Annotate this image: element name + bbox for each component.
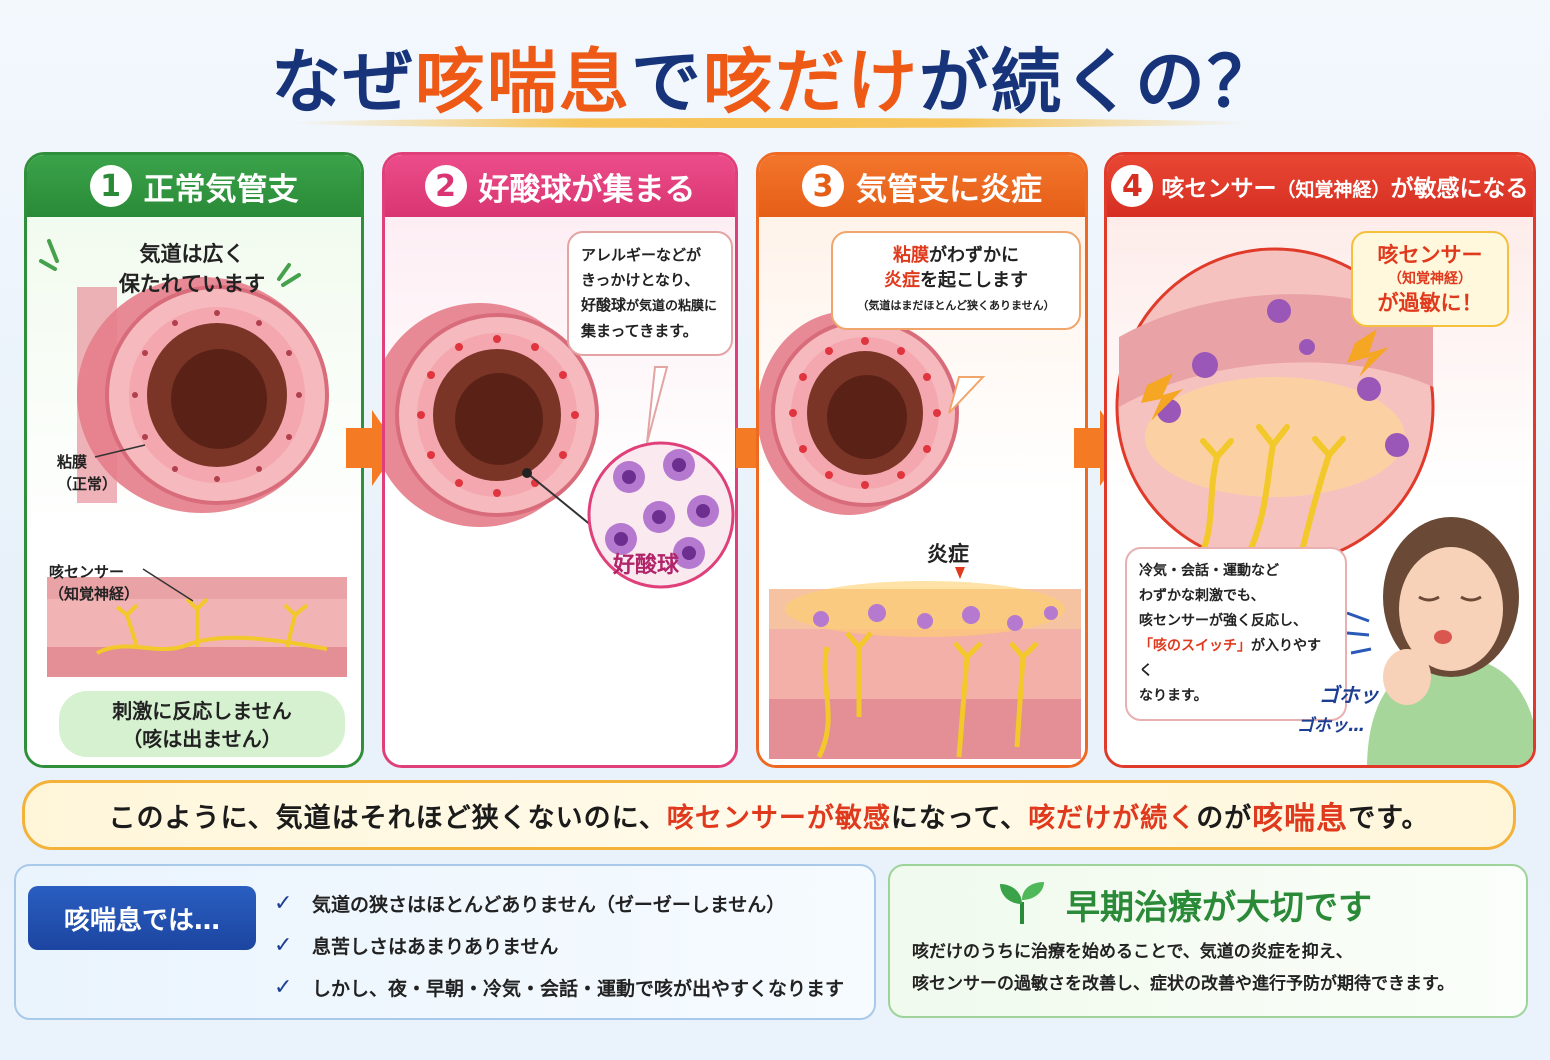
spark-icon bbox=[39, 239, 301, 287]
panel-eosinophils: 2 好酸球が集まる bbox=[382, 152, 738, 768]
list-item: ✓気道の狭さはほとんどありません（ゼーゼーしません） bbox=[274, 890, 786, 916]
sensor-label: 咳センサー （知覚神経） bbox=[49, 563, 140, 603]
inflammation-bubble: 粘膜がわずかに 炎症を起こします （気道はまだほとんど狭くありません） bbox=[831, 231, 1081, 330]
panel-heading: 2 好酸球が集まる bbox=[385, 155, 735, 217]
panel-title: 咳センサー（知覚神経）が敏感になる bbox=[1161, 176, 1529, 202]
early-treatment-heading: 早期治療が大切です bbox=[1066, 888, 1372, 928]
title-part: で bbox=[631, 41, 703, 123]
eosinophil-bubble: アレルギーなどが きっかけとなり、 好酸球が気道の粘膜に 集まってきます。 bbox=[567, 231, 733, 356]
sprout-icon bbox=[1000, 882, 1044, 924]
coughing-person-avatar bbox=[1367, 517, 1533, 765]
sensitive-sensor-illustration bbox=[1115, 247, 1533, 765]
title-highlight: 咳だけ bbox=[703, 41, 919, 123]
step-number: 1 bbox=[89, 165, 132, 207]
lightning-icon bbox=[1141, 329, 1389, 421]
early-treatment-box: 早期治療が大切です 咳だけのうちに治療を始めることで、気道の炎症を抑え、 咳セン… bbox=[888, 864, 1528, 1018]
check-icon: ✓ bbox=[274, 974, 293, 1000]
title-part: が続くの？ bbox=[919, 41, 1279, 123]
title-underline bbox=[290, 118, 1250, 128]
check-icon: ✓ bbox=[274, 890, 293, 916]
panel-heading: 3 気管支に炎症 bbox=[759, 155, 1085, 217]
panel-inflammation: 3 気管支に炎症 bbox=[756, 152, 1088, 768]
panel-title: 気管支に炎症 bbox=[856, 171, 1042, 208]
panel-normal-bronchus: 1 正常気管支 bbox=[24, 152, 364, 768]
panel-cough-sensor: 4 咳センサー（知覚神経）が敏感になる bbox=[1104, 152, 1536, 768]
eosinophil-label: 好酸球 bbox=[613, 553, 680, 578]
sensor-description: 冷気・会話・運動など わずかな刺激でも、 咳センサーが強く反応し、 「咳のスイッ… bbox=[1125, 547, 1347, 721]
list-item: ✓息苦しさはあまりありません bbox=[274, 932, 559, 958]
inflammation-label: 炎症 bbox=[927, 542, 969, 566]
cough-sound: ゴホッ bbox=[1319, 683, 1379, 707]
result-text: 刺激に反応しません （咳は出ません） bbox=[112, 699, 292, 751]
panel-heading: 4 咳センサー（知覚神経）が敏感になる bbox=[1107, 155, 1533, 217]
title-highlight: 咳喘息 bbox=[415, 41, 631, 123]
mucosa-label: 粘膜 （正常） bbox=[57, 453, 118, 493]
cough-asthma-badge: 咳喘息では… bbox=[28, 886, 256, 950]
page-title: なぜ咳喘息で咳だけが続くの？ bbox=[0, 26, 1550, 127]
cough-asthma-characteristics: 咳喘息では… ✓気道の狭さはほとんどありません（ゼーゼーしません） ✓息苦しさは… bbox=[14, 864, 876, 1020]
eosinophil-cell-icon bbox=[605, 449, 719, 569]
step-number: 4 bbox=[1111, 165, 1154, 207]
inflammation-illustration bbox=[759, 311, 1081, 759]
summary-banner: このように、気道はそれほど狭くないのに、咳センサーが敏感になって、咳だけが続くの… bbox=[22, 780, 1516, 850]
normal-bronchus-illustration bbox=[39, 239, 347, 757]
panel-title: 正常気管支 bbox=[143, 171, 299, 208]
characteristics-list: ✓気道の狭さはほとんどありません（ゼーゼーしません） ✓息苦しさはあまりありませ… bbox=[274, 882, 844, 1008]
panel-title: 好酸球が集まる bbox=[478, 171, 696, 208]
check-icon: ✓ bbox=[274, 932, 293, 958]
eosinophil-illustration bbox=[385, 303, 735, 589]
alert-bubble: 咳センサー （知覚神経） が過敏に！ bbox=[1351, 231, 1509, 327]
early-treatment-text: 咳だけのうちに治療を始めることで、気道の炎症を抑え、 咳センサーの過敏さを改善し… bbox=[912, 942, 1455, 994]
cough-sound: ゴホッ… bbox=[1297, 716, 1365, 736]
airway-note: 気道は広く 保たれています bbox=[118, 242, 266, 296]
cough-lines-icon bbox=[1346, 611, 1372, 655]
title-part: なぜ bbox=[271, 41, 415, 123]
list-item: ✓しかし、夜・早朝・冷気・会話・運動で咳が出やすくなります bbox=[274, 974, 845, 1000]
step-number: 3 bbox=[802, 165, 844, 207]
panel-heading: 1 正常気管支 bbox=[27, 155, 361, 217]
step-number: 2 bbox=[424, 165, 467, 207]
